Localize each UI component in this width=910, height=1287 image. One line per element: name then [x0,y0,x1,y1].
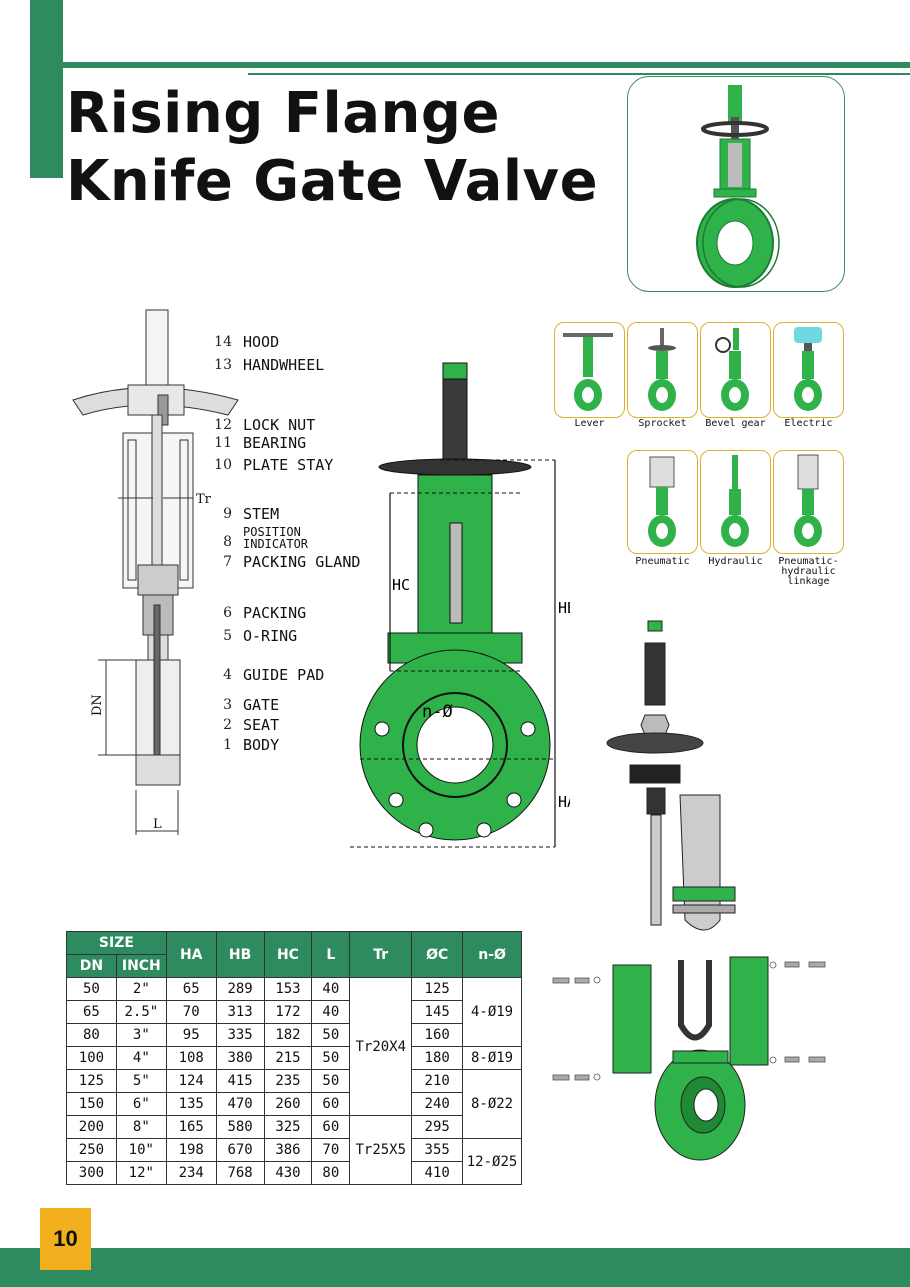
actuator-bevel-gear [700,322,771,418]
size-header: SIZE [66,931,167,955]
sectional-drawing: Tr DN L [72,309,239,835]
bevel-gear-icon [715,328,749,411]
top-rule [63,62,910,68]
actuator-sprocket-label: Sprocket [638,418,687,429]
actuator-electric-label: Electric [784,418,833,429]
actuator-sprocket [627,322,698,418]
tr-group-1: Tr20X4 [349,977,413,1116]
valve-dimension-drawing: HC HB HA n-Ø [350,362,570,848]
product-photo [696,85,780,288]
actuator-hydraulic-label: Hydraulic [708,556,763,567]
l-label: L [153,817,162,832]
pneumatic-icon [648,456,676,547]
page-title: Rising Flange Knife Gate Valve [66,80,598,216]
left-accent-bar [30,0,63,178]
product-photo-frame [627,76,845,292]
nd-group-3: 8-Ø22 [462,1069,522,1139]
tr-group-2: Tr25X5 [349,1115,413,1185]
bottom-bar [0,1248,910,1287]
actuator-hydraulic [700,450,771,554]
title-line-1: Rising Flange [66,81,500,146]
actuator-pneumatic [627,450,698,554]
pneumatic-hydraulic-icon [794,454,822,547]
exploded-view [552,620,826,1161]
actuator-pneumatic-label: Pneumatic [635,556,690,567]
nd-group-2: 8-Ø19 [462,1046,522,1070]
hydraulic-icon [721,455,749,547]
hc-label: HC [392,576,410,594]
actuator-pneumatic-hydraulic [773,450,844,554]
dn-header: DN [66,954,117,978]
dn-label: DN [90,694,105,716]
col-hb-header: HB [215,931,265,978]
actuator-lever [554,322,625,418]
nd-group-1: 4-Ø19 [462,977,522,1047]
page-number: 10 [40,1208,91,1270]
inch-header: INCH [115,954,167,978]
nd-group-4: 12-Ø25 [462,1138,522,1185]
col-hc-header: HC [263,931,313,978]
hb-label: HB [558,599,570,617]
electric-icon [794,327,822,411]
ha-label: HA [558,793,570,811]
actuator-lever-label: Lever [574,418,605,429]
tr-label: Tr [196,492,212,507]
actuator-bevel-gear-label: Bevel gear [705,418,766,429]
title-line-2: Knife Gate Valve [66,149,599,214]
col-l-header: L [311,931,351,978]
col-c-header: ØC [411,931,464,978]
sprocket-icon [648,328,676,411]
col-tr-header: Tr [349,931,413,978]
actuator-pneumatic-hydraulic-label: Pneumatic- hydraulic linkage [778,556,839,587]
col-ha-header: HA [165,931,217,978]
lever-icon [563,333,613,411]
nd-label: n-Ø [422,702,453,722]
col-nd-header: n-Ø [462,931,522,978]
actuator-electric [773,322,844,418]
top-rule-thin [248,73,910,75]
